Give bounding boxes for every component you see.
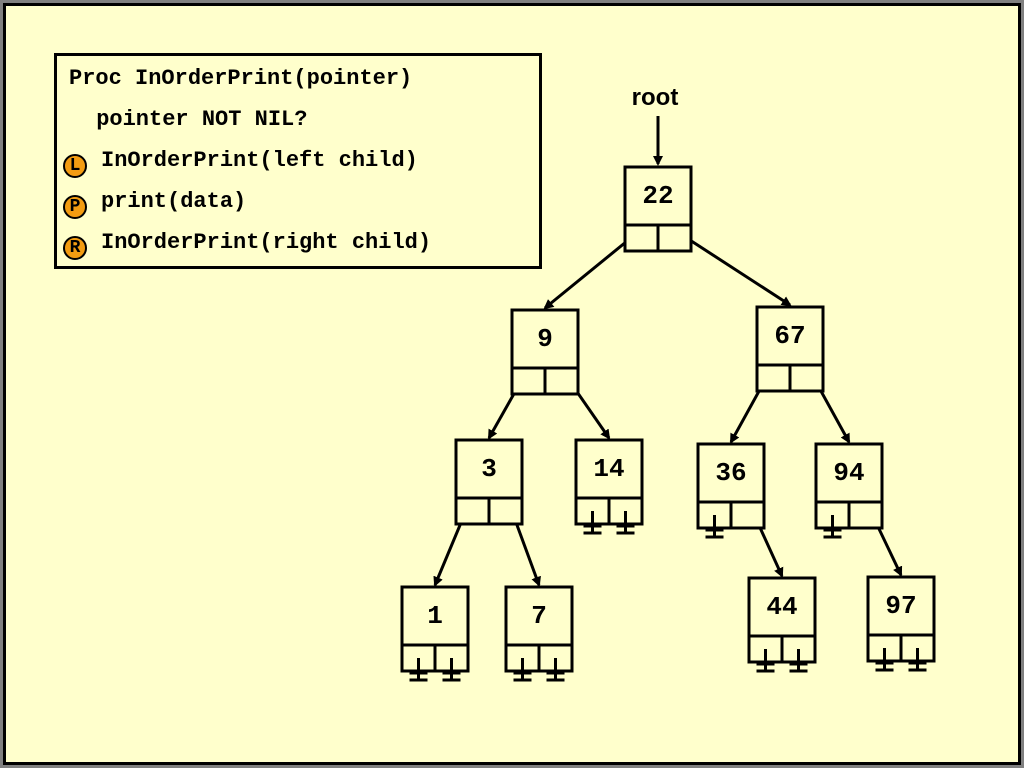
nil-pointer-94-left	[823, 515, 842, 539]
node-value: 36	[715, 458, 746, 488]
root-label: root	[632, 84, 679, 111]
nil-pointer-44-right	[789, 649, 808, 673]
node-value: 3	[481, 454, 497, 484]
nil-pointer-7-right	[546, 658, 565, 682]
code-line-proc: Proc InOrderPrint(pointer)	[69, 66, 413, 91]
node-value: 94	[833, 458, 864, 488]
badge-right: R	[63, 236, 87, 260]
nil-pointer-97-right	[908, 648, 927, 672]
code-line-left-call: InOrderPrint(left child)	[101, 148, 418, 173]
code-line-condition: pointer NOT NIL?	[83, 107, 308, 132]
tree-node-3: 3	[454, 438, 524, 526]
code-line-right-call: InOrderPrint(right child)	[101, 230, 432, 255]
node-value: 7	[531, 601, 547, 631]
edge-22-left	[543, 231, 638, 310]
tree-node-9: 9	[510, 308, 580, 396]
nil-pointer-14-left	[583, 511, 602, 535]
pseudocode-box: Proc InOrderPrint(pointer) pointer NOT N…	[54, 53, 542, 269]
tree-node-36: 36	[696, 442, 766, 530]
badge-print: P	[63, 195, 87, 219]
tree-node-7: 7	[504, 585, 574, 673]
code-line-print: print(data)	[101, 189, 247, 214]
nil-pointer-14-right	[616, 511, 635, 535]
tree-node-44: 44	[747, 576, 817, 664]
node-value: 44	[766, 592, 797, 622]
tree-node-22: 22	[623, 165, 693, 253]
node-value: 14	[593, 454, 624, 484]
nil-pointer-36-left	[705, 515, 724, 539]
tree-node-67: 67	[755, 305, 825, 393]
nil-pointer-1-left	[409, 658, 428, 682]
tree-node-94: 94	[814, 442, 884, 530]
nil-pointer-7-left	[513, 658, 532, 682]
tree-node-97: 97	[866, 575, 936, 663]
node-value: 97	[885, 591, 916, 621]
tree-node-1: 1	[400, 585, 470, 673]
nil-pointer-97-left	[875, 648, 894, 672]
node-value: 9	[537, 324, 553, 354]
node-value: 22	[642, 181, 673, 211]
node-value: 1	[427, 601, 443, 631]
nil-pointer-44-left	[756, 649, 775, 673]
edge-22-right	[678, 231, 792, 307]
node-value: 67	[774, 321, 805, 351]
nil-pointer-1-right	[442, 658, 461, 682]
badge-left: L	[63, 154, 87, 178]
tree-nodes: 22 9 67 3 14 36 94 1 7 44 97	[400, 165, 936, 682]
tree-node-14: 14	[574, 438, 644, 526]
